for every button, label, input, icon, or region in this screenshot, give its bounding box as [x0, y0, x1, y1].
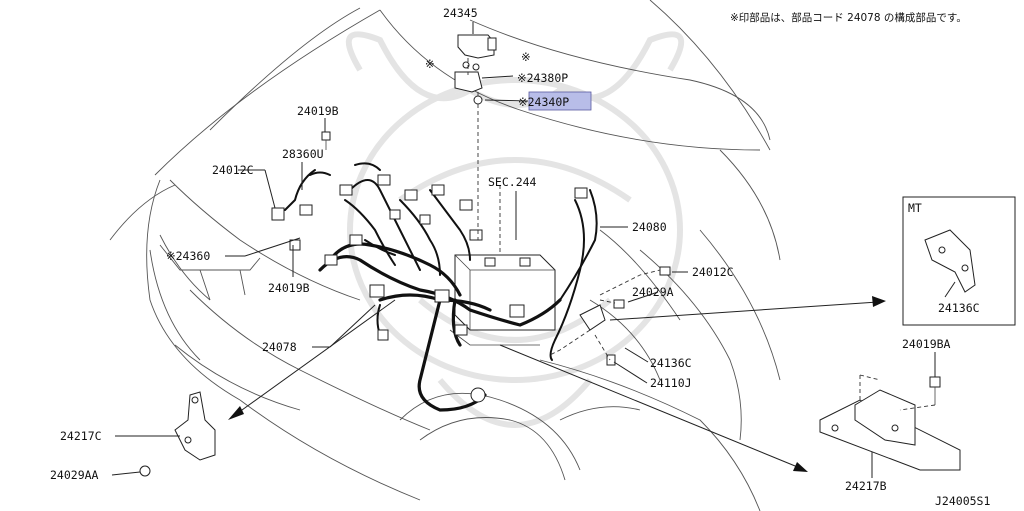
- highlight-24340p: [528, 91, 592, 111]
- label-24110j[interactable]: 24110J: [650, 376, 692, 390]
- battery-bracket: [549, 269, 661, 361]
- car-body-outline: [109, 0, 781, 511]
- battery: [449, 254, 556, 346]
- label-24217c[interactable]: 24217C: [60, 429, 102, 443]
- label-24029a[interactable]: 24029A: [632, 285, 674, 299]
- label-24217b[interactable]: 24217B: [845, 479, 887, 493]
- label-24029aa[interactable]: 24029AA: [50, 468, 99, 482]
- label-star-2: ※: [425, 57, 435, 71]
- label-24345[interactable]: 24345: [443, 6, 478, 20]
- bracket-24217c: [174, 391, 216, 461]
- diagram-id: J24005S1: [935, 494, 990, 508]
- pointer-arrows: [228, 296, 886, 472]
- label-24019ba[interactable]: 24019BA: [902, 337, 951, 351]
- label-24019b-mid[interactable]: 24019B: [268, 281, 310, 295]
- relay-assembly: [454, 34, 501, 255]
- label-24019b-top[interactable]: 24019B: [297, 104, 339, 118]
- leader-lines: [111, 22, 956, 478]
- label-24136c-inset[interactable]: 24136C: [938, 301, 980, 315]
- mt-inset: [902, 196, 1016, 326]
- label-28360u[interactable]: 28360U: [282, 147, 324, 161]
- inset-title-mt: MT: [908, 201, 922, 215]
- label-24012c-left[interactable]: 24012C: [212, 163, 254, 177]
- label-24012c-right[interactable]: 24012C: [692, 265, 734, 279]
- label-24340p[interactable]: ※24340P: [518, 95, 569, 109]
- footnote-text: ※印部品は、部品コード 24078 の構成部品です。: [730, 11, 967, 24]
- bracket-24217b: [819, 374, 961, 471]
- label-24360[interactable]: ※24360: [166, 249, 210, 263]
- label-24380p[interactable]: ※24380P: [517, 71, 568, 85]
- harness-connectors: [271, 174, 588, 403]
- label-star-1: ※: [521, 50, 531, 64]
- label-sec-244[interactable]: SEC.244: [488, 175, 537, 189]
- label-24080[interactable]: 24080: [632, 220, 667, 234]
- label-24136c[interactable]: 24136C: [650, 356, 692, 370]
- bolts: [139, 131, 941, 477]
- label-24078[interactable]: 24078: [262, 340, 297, 354]
